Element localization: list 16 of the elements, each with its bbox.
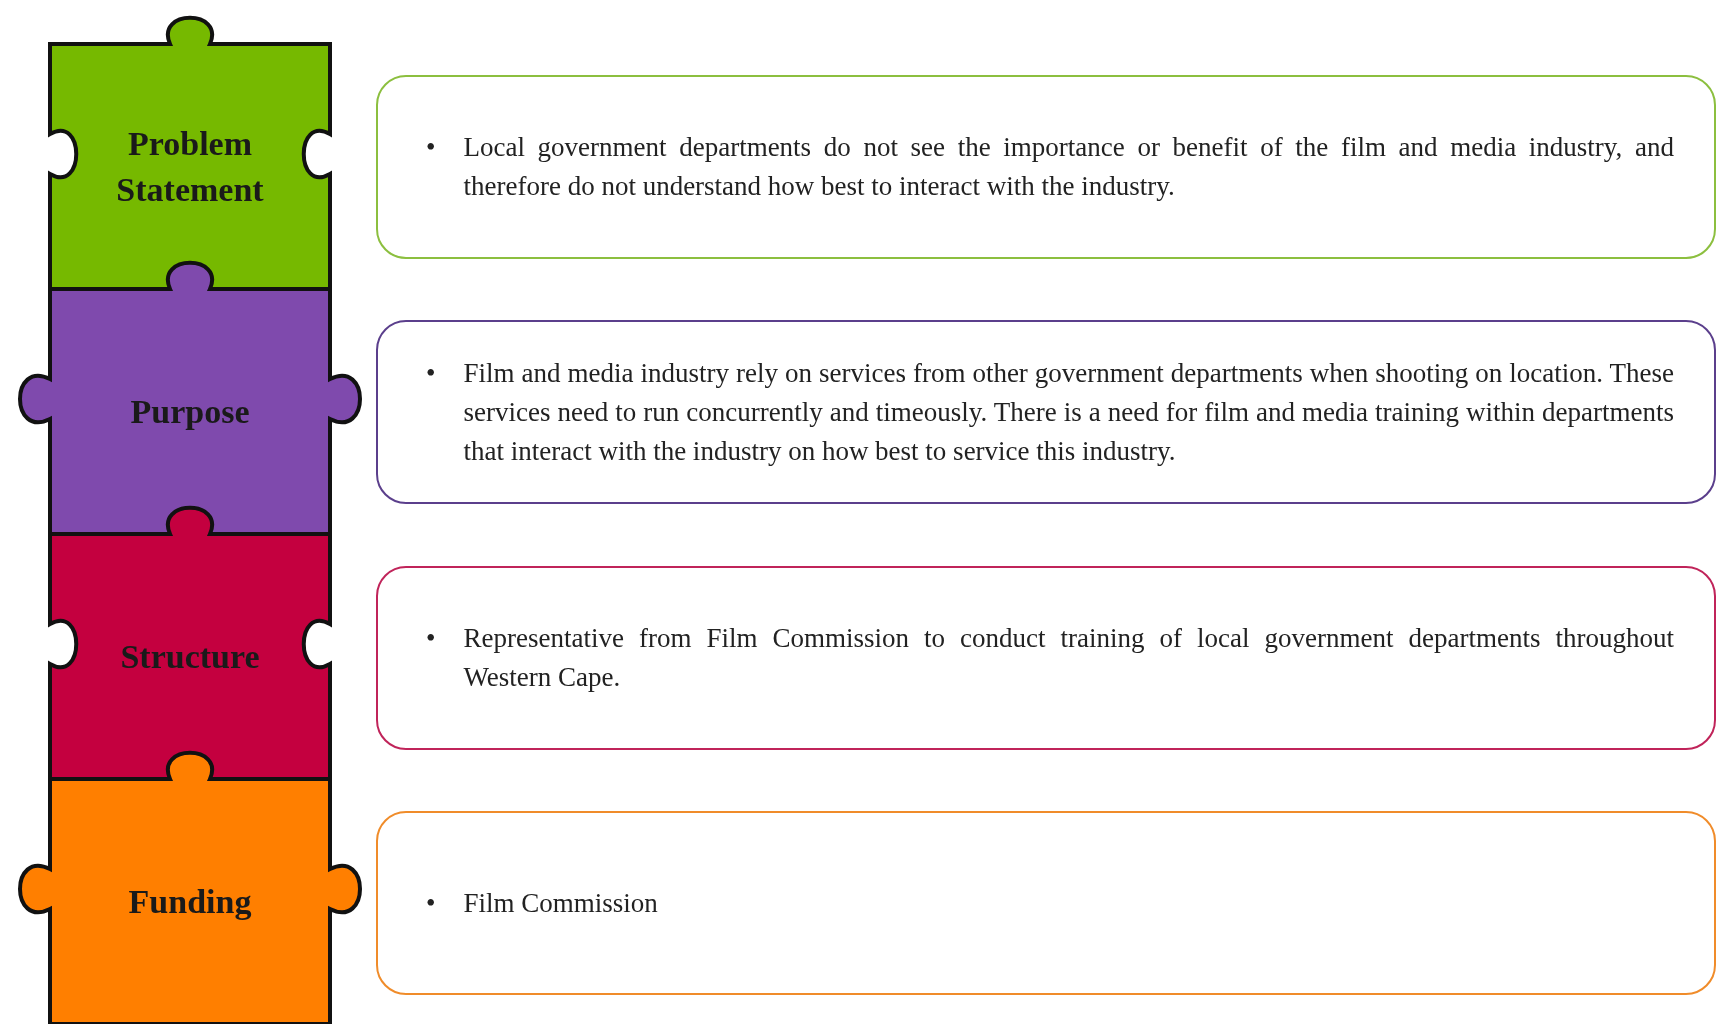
piece-label: Structure xyxy=(119,636,261,677)
piece-label: Purpose xyxy=(129,391,251,432)
bullet-text: Film Commission xyxy=(463,886,658,920)
bullet-marker: • xyxy=(426,886,436,920)
bullet-marker: • xyxy=(426,131,436,164)
text-box xyxy=(376,75,1716,259)
bullet-text: Film and media industry rely on services from other government departments when shooting on location. These services need to run concurrently and timeously. There is a need for film and media training within departments that interact with the industry on how best to service this industry. xyxy=(463,356,1674,468)
piece-label: Funding xyxy=(127,881,253,922)
piece-label: Problem Statement xyxy=(115,123,265,210)
bullet-marker: • xyxy=(426,356,436,390)
text-box xyxy=(376,320,1716,504)
bullet-text: Local government departments do not see the importance or benefit of the film and media industry, and therefore do not understand how best to interact with the industry. xyxy=(463,131,1674,203)
bullet-marker: • xyxy=(426,622,436,655)
text-box xyxy=(376,566,1716,750)
bullet-text: Representative from Film Commission to conduct training of local government departments throughout Western Cape. xyxy=(463,622,1674,694)
text-box xyxy=(376,811,1716,995)
